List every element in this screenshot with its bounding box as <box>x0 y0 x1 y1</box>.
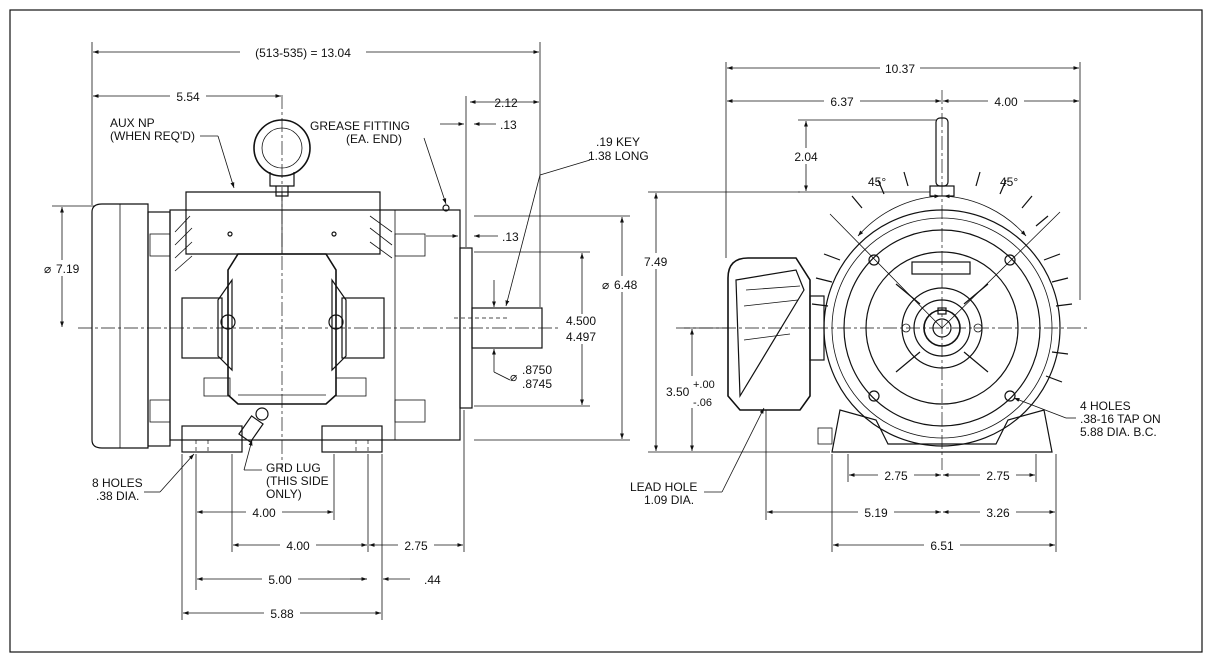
dim-0-13-top: .13 <box>500 118 517 132</box>
feet <box>181 425 383 453</box>
dim-4-00-c: 4.00 <box>994 95 1018 109</box>
dim-4-497: 4.497 <box>566 330 596 344</box>
dim-2-75-side: 2.75 <box>404 539 428 553</box>
dim-overall-length: (513-535) = 13.04 <box>255 46 351 60</box>
callout-grd-lug-2: (THIS SIDE <box>266 474 329 488</box>
callout-4-holes-3: 5.88 DIA. B.C. <box>1080 425 1157 439</box>
dim-5-19: 5.19 <box>864 506 888 520</box>
end-bracket-inner <box>865 251 1019 405</box>
dim-dia-7-19: ⌀ <box>44 262 51 276</box>
dim-3-50-tol-minus: -.06 <box>693 397 712 409</box>
dim-2-75-left: 2.75 <box>884 469 908 483</box>
dim-6-48: 6.48 <box>614 278 638 292</box>
tapped-hole-ll <box>868 390 880 402</box>
dim-0-44: .44 <box>424 573 441 587</box>
dim-3-50: 3.50 <box>666 385 690 399</box>
motor-frame <box>169 209 461 441</box>
dim-6-37: 6.37 <box>830 95 854 109</box>
dim-5-88: 5.88 <box>270 607 294 621</box>
callout-8-holes-1: 8 HOLES <box>92 476 143 490</box>
dim-2-12: 2.12 <box>494 96 518 110</box>
dim-6-51: 6.51 <box>930 539 954 553</box>
drawing-border <box>9 9 1203 653</box>
dim-2-75-right: 2.75 <box>986 469 1010 483</box>
angle-45-right: 45° <box>1000 175 1018 189</box>
tapped-hole-ur <box>1004 254 1016 266</box>
side-view: (513-535) = 13.04 5.54 2.12 .13 .13 ⌀ 7.… <box>40 42 649 621</box>
conduit-box-end <box>727 257 825 411</box>
dim-0-8750: .8750 <box>522 363 552 377</box>
tapped-hole-ul <box>868 254 880 266</box>
dim-4-00-a: 4.00 <box>252 506 276 520</box>
dim-0-13-mid: .13 <box>502 230 519 244</box>
callout-lead-hole-1: LEAD HOLE <box>630 480 697 494</box>
svg-text:⌀: ⌀ <box>510 370 517 384</box>
shaft <box>471 307 543 349</box>
top-housing <box>185 191 381 255</box>
dim-5-00: 5.00 <box>268 573 292 587</box>
shaft-end <box>923 309 961 347</box>
callout-aux-np-1: AUX NP <box>110 116 155 130</box>
dim-7-49: 7.49 <box>644 255 668 269</box>
callout-4-holes-1: 4 HOLES <box>1080 399 1131 413</box>
dim-4-00-b: 4.00 <box>286 539 310 553</box>
dim-2-04: 2.04 <box>794 150 818 164</box>
svg-text:⌀: ⌀ <box>602 278 609 292</box>
callout-grd-lug-3: ONLY) <box>266 487 302 501</box>
dim-3-26: 3.26 <box>986 506 1010 520</box>
frame-fins <box>174 215 393 272</box>
callout-4-holes-2: .38-16 TAP ON <box>1080 412 1161 426</box>
callout-grd-lug-1: GRD LUG <box>266 461 321 475</box>
dim-4-500: 4.500 <box>566 314 596 328</box>
callout-grease-1: GREASE FITTING <box>310 119 410 133</box>
end-view-feet <box>831 409 1053 453</box>
dim-5-54: 5.54 <box>176 90 200 104</box>
dim-3-50-tol-plus: +.00 <box>693 379 715 391</box>
ground-lug <box>238 407 269 443</box>
angle-45-left: 45° <box>868 175 886 189</box>
callout-aux-np-2: (WHEN REQ'D) <box>110 129 195 143</box>
end-view: 45° 45° 10.37 6.37 4.00 2.04 7.49 3.50 +… <box>630 60 1161 553</box>
dim-10-37: 10.37 <box>885 62 915 76</box>
callout-lead-hole-2: 1.09 DIA. <box>644 493 694 507</box>
grease-fitting <box>442 204 450 212</box>
rear-end-cap <box>91 203 149 449</box>
tapped-hole-lr <box>1004 390 1016 402</box>
dim-7-19: 7.19 <box>56 262 80 276</box>
callout-8-holes-2: .38 DIA. <box>96 489 139 503</box>
callout-key-2: 1.38 LONG <box>588 149 649 163</box>
callout-grease-2: (EA. END) <box>346 132 402 146</box>
callout-key-1: .19 KEY <box>596 135 640 149</box>
dim-0-8745: .8745 <box>522 377 552 391</box>
